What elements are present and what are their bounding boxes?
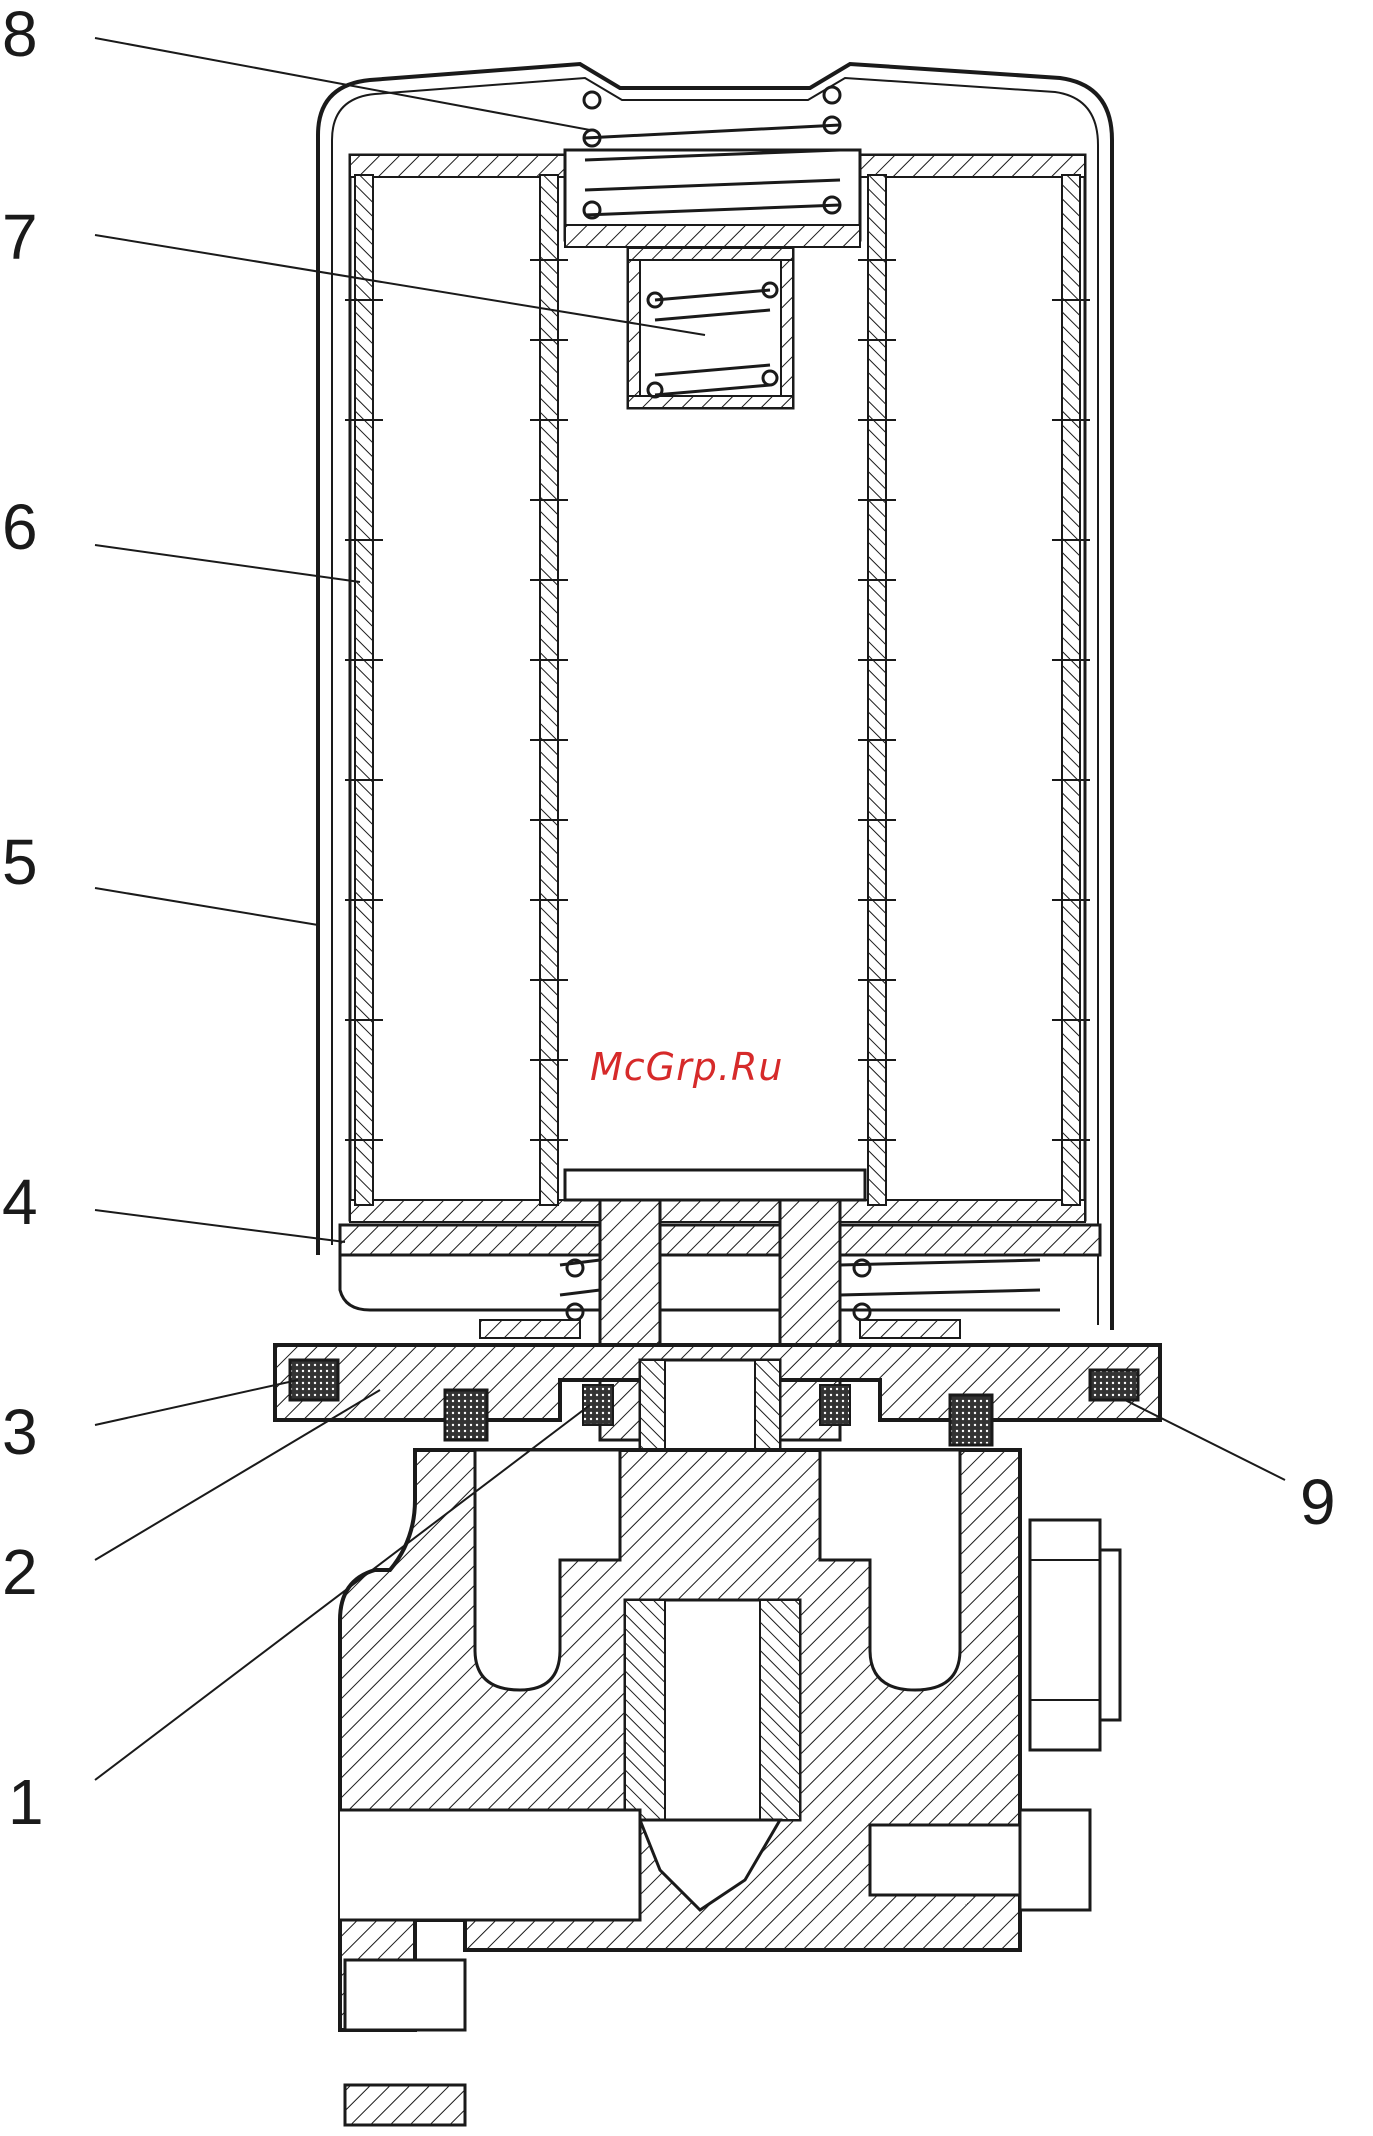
leader-5 [95,888,318,925]
callout-7: 7 [2,205,38,269]
side-plug [870,1825,1020,1895]
tube-seal-right [820,1385,850,1425]
callout-6: 6 [2,495,38,559]
callout-8: 8 [2,2,38,66]
leader-4 [95,1210,345,1242]
leader-6 [95,545,360,582]
leader-3 [95,1380,298,1425]
inner-seal-left [445,1390,487,1440]
leader-7 [95,235,705,335]
tube-seal-left [583,1385,613,1425]
inner-seal-right [950,1395,992,1445]
leader-9 [1125,1400,1285,1480]
callout-1: 1 [8,1770,44,1834]
callout-2: 2 [2,1540,38,1604]
watermark-text: McGrp.Ru [590,1045,783,1089]
seal-ring-right [1090,1370,1138,1400]
callout-9: 9 [1300,1470,1336,1534]
callout-4: 4 [2,1170,38,1234]
callout-3: 3 [2,1400,38,1464]
callout-5: 5 [2,830,38,894]
